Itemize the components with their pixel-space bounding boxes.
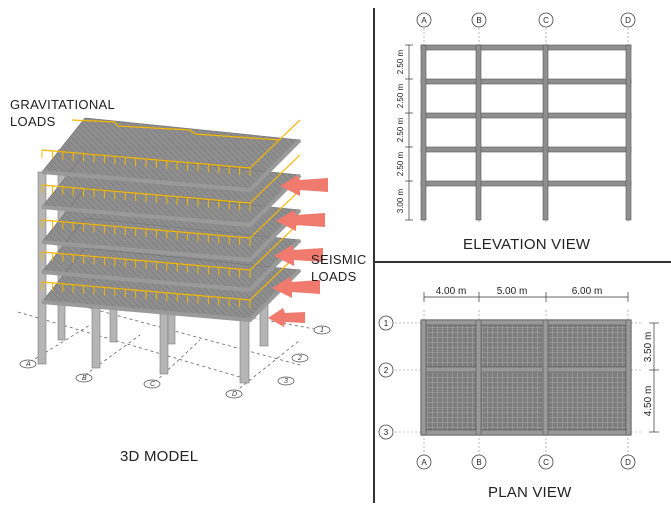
- span-12: 3.50 m: [643, 332, 654, 363]
- ground-axis-a: A: [25, 361, 31, 368]
- model-3d-caption: 3D MODEL: [120, 448, 199, 465]
- span-bc: 5.00 m: [497, 286, 528, 297]
- story-height-1: 3.00 m: [396, 188, 405, 213]
- elevation-bubble-c: [538, 12, 554, 28]
- plan-bubble-a: [416, 454, 432, 470]
- plan-top-dim: [423, 292, 629, 302]
- seismic-loads-line1: SEISMIC: [311, 252, 367, 267]
- gravity-arrow-ticks: [41, 150, 251, 308]
- plan-bubble-2: [378, 362, 394, 378]
- gravitational-loads-label: GRAVITATIONAL LOADS: [10, 96, 115, 130]
- plan-bubble-c: [538, 454, 554, 470]
- plan-axis-c: C: [543, 458, 549, 467]
- gravitational-loads-line1: GRAVITATIONAL: [10, 97, 116, 112]
- vertical-divider: [373, 8, 375, 503]
- plan-right-dim: [649, 322, 659, 433]
- ground-axis-3: 3: [284, 378, 288, 385]
- span-23: 4.50 m: [643, 386, 654, 417]
- plan-bubble-3: [378, 424, 394, 440]
- ground-axis-bubbles: A B C D 1 2 3: [19, 325, 331, 399]
- elevation-columns: [420, 44, 632, 221]
- ground-axis-2: 2: [297, 355, 302, 362]
- plan-caption: PLAN VIEW: [488, 484, 572, 501]
- elevation-caption: ELEVATION VIEW: [463, 236, 591, 253]
- ground-axis-c: C: [150, 381, 156, 388]
- plan-bubble-1: [378, 315, 394, 331]
- plan-axis-d: D: [625, 458, 631, 467]
- plan-bubble-b: [471, 454, 487, 470]
- elevation-axis-d: D: [625, 16, 631, 25]
- plan-slab: [420, 319, 632, 436]
- horizontal-divider: [374, 261, 671, 263]
- story-height-2: 2.50 m: [396, 151, 405, 176]
- plan-axis-1: 1: [384, 319, 389, 328]
- story-height-4: 2.50 m: [396, 83, 405, 108]
- seismic-load-arrows: [268, 175, 328, 327]
- span-ab: 4.00 m: [436, 286, 467, 297]
- plan-axis-a: A: [421, 458, 427, 467]
- story-height-5: 2.50 m: [396, 49, 405, 74]
- ground-axis-1: 1: [320, 327, 324, 334]
- seismic-loads-line2: LOADS: [311, 269, 357, 284]
- elevation-axis-c: C: [543, 16, 549, 25]
- plan-bubble-d: [620, 454, 636, 470]
- elevation-bubble-a: [416, 12, 432, 28]
- model-3d-drawing: A B C D 1 2 3: [17, 117, 331, 399]
- story-height-3: 2.50 m: [396, 117, 405, 142]
- elevation-axis-a: A: [421, 16, 427, 25]
- elevation-bubble-d: [620, 12, 636, 28]
- ground-axis-b: B: [82, 375, 87, 382]
- elevation-axis-b: B: [476, 16, 481, 25]
- elevation-dim-line: [405, 44, 413, 221]
- plan-beams: [420, 319, 632, 436]
- plan-axis-b: B: [476, 458, 481, 467]
- plan-axis-3: 3: [384, 428, 389, 437]
- span-cd: 6.00 m: [572, 286, 603, 297]
- floor-slabs: [41, 117, 302, 323]
- ground-axis-d: D: [232, 391, 237, 398]
- elevation-bubble-b: [471, 12, 487, 28]
- gravitational-loads-line2: LOADS: [10, 114, 56, 129]
- seismic-loads-label: SEISMIC LOADS: [311, 251, 367, 285]
- plan-axis-2: 2: [384, 366, 389, 375]
